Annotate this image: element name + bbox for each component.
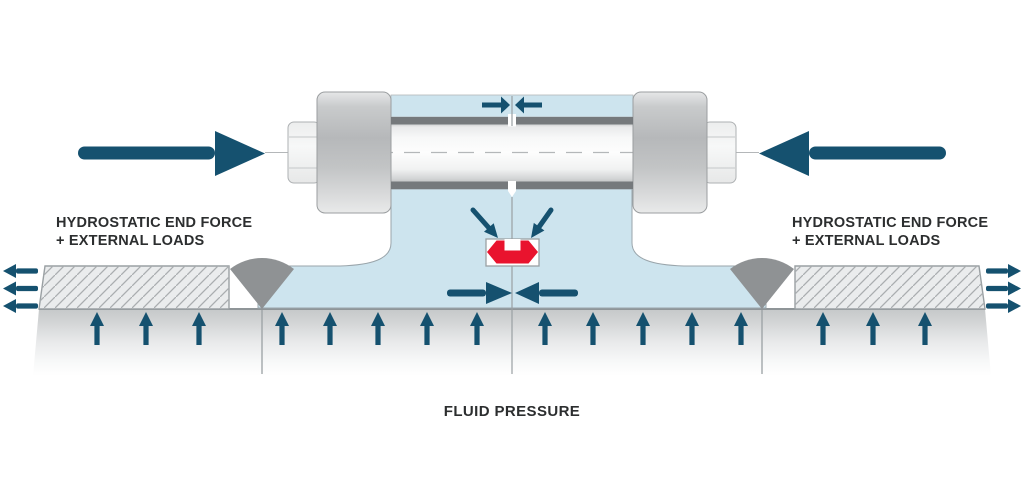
bolt-end-cap-right (703, 121, 737, 184)
left-force-label-line2: + EXTERNAL LOADS (56, 233, 205, 249)
flange-gap-bottom (508, 181, 516, 197)
right-force-label-line2: + EXTERNAL LOADS (792, 233, 941, 249)
left-force-label: HYDROSTATIC END FORCE + EXTERNAL LOADS (56, 214, 252, 250)
fluid-pressure-label: FLUID PRESSURE (443, 403, 581, 420)
seal-notch (504, 239, 521, 251)
seal-ring-red (487, 240, 538, 264)
right-force-label: HYDROSTATIC END FORCE + EXTERNAL LOADS (792, 214, 988, 250)
bolt-nut-right (632, 91, 708, 214)
seal-load-arrows (470, 207, 554, 238)
left-force-label-line1: HYDROSTATIC END FORCE (56, 215, 253, 231)
pipe-wall-left (38, 265, 230, 310)
pipe-wall-right (794, 265, 986, 310)
pipe-wall-left-hatch (39, 266, 229, 309)
left-end-force-arrow (78, 131, 265, 176)
weld-fillet-left (230, 257, 294, 309)
external-load-arrow-left (3, 264, 16, 278)
radial-compression-arrows (447, 282, 578, 304)
external-load-arrow-left (3, 281, 16, 296)
pipe-wall-right-hatch (795, 266, 985, 309)
external-load-arrows-right (986, 264, 1021, 313)
right-force-label-line1: HYDROSTATIC END FORCE (792, 215, 989, 231)
weld-fillet-right (730, 257, 794, 309)
gap-closing-arrows (482, 96, 542, 114)
bolt-assembly (265, 91, 759, 214)
seal-ring (485, 238, 540, 267)
bolt-nut-left (316, 91, 392, 214)
external-load-arrow-right (1008, 299, 1021, 313)
force-arrows (3, 96, 1021, 345)
external-load-arrow-right (1008, 264, 1021, 278)
external-load-arrow-left (3, 299, 16, 313)
external-load-arrows-left (3, 264, 38, 313)
external-load-arrow-right (1008, 281, 1021, 296)
bolt-end-cap-left (287, 121, 321, 184)
right-end-force-arrow (759, 131, 946, 176)
